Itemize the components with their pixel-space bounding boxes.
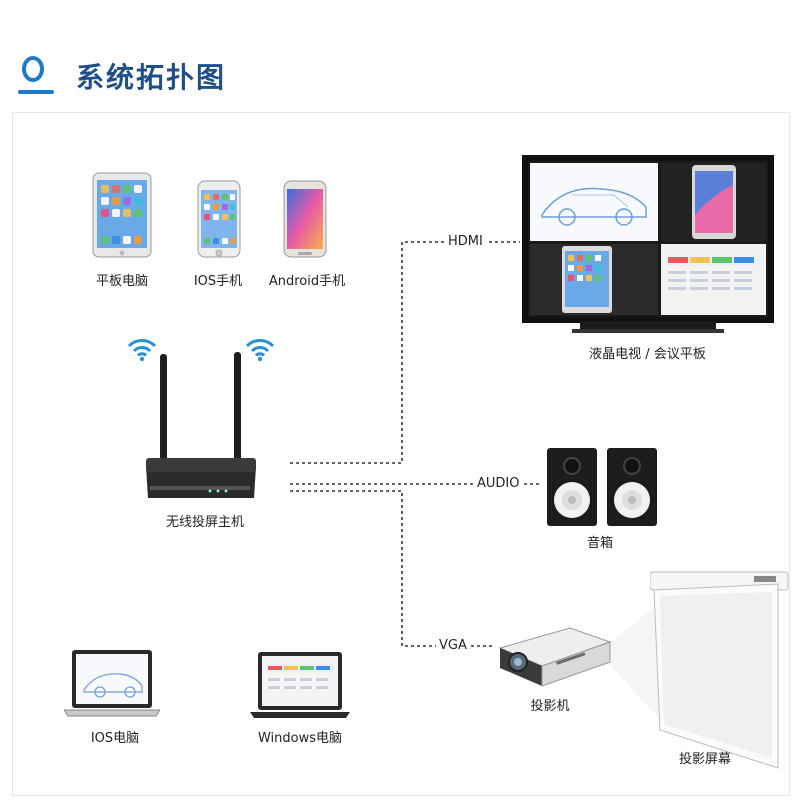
tablet-icon [92, 172, 152, 262]
windows-laptop-icon [250, 650, 350, 726]
tv-label: 液晶电视 / 会议平板 [589, 347, 706, 362]
speakers-icon [545, 444, 660, 532]
ios-laptop-label: IOS电脑 [90, 731, 140, 746]
wireless-host-label: 无线投屏主机 [165, 515, 244, 530]
speakers-label: 音箱 [586, 536, 613, 551]
hdmi-label: HDMI [445, 234, 486, 249]
projector-label: 投影机 [530, 699, 570, 714]
wifi-icon [245, 336, 275, 366]
tv-icon [522, 155, 774, 341]
vga-label: VGA [436, 638, 470, 653]
projection-screen-icon [649, 562, 790, 776]
windows-laptop-label: Windows电脑 [257, 731, 343, 746]
wifi-icon [127, 336, 157, 366]
projector-icon [496, 622, 614, 694]
page-title: 系统拓扑图 [76, 61, 227, 94]
diagram-frame [12, 112, 790, 796]
ios-phone-icon [197, 180, 241, 262]
android-phone-label: Android手机 [268, 274, 346, 289]
android-phone-icon [283, 180, 327, 262]
audio-label: AUDIO [474, 476, 523, 491]
projection-screen-label: 投影屏幕 [678, 752, 731, 767]
wireless-host-icon [140, 346, 260, 510]
ios-phone-label: IOS手机 [193, 274, 243, 289]
ios-laptop-icon [63, 648, 161, 724]
tablet-label: 平板电脑 [95, 274, 148, 289]
circle-logo-icon [22, 56, 44, 82]
title-underline [18, 90, 54, 94]
